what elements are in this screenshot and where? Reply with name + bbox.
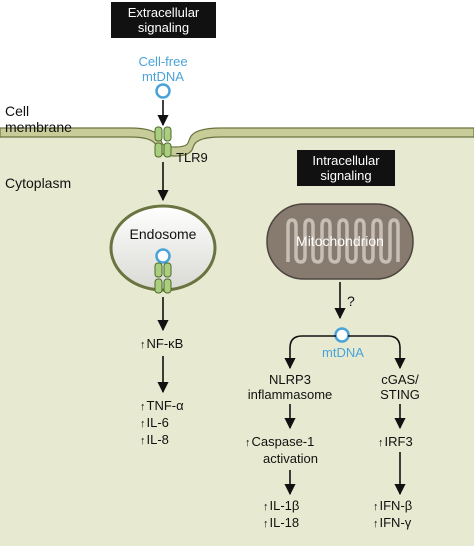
nfkb-text: NF-κB — [146, 336, 184, 351]
extracellular-line-2: signaling — [137, 20, 190, 35]
arrow-branch-to-cgas — [348, 335, 406, 370]
caspase-up-arrow: ↑ — [245, 437, 251, 449]
intracellular-signaling-box: Intracellular signaling — [297, 150, 395, 186]
cytokine-item: ↑TNF-α — [140, 398, 184, 415]
extracellular-line-1: Extracellular — [127, 5, 200, 20]
irf3-label: ↑IRF3 — [378, 434, 413, 451]
il-output-list: ↑IL-1β ↑IL-18 — [263, 498, 299, 532]
endosome-label: Endosome — [129, 226, 197, 242]
cellfree-mtdna-label: Cell-free mtDNA — [123, 54, 203, 84]
ifn-output-list: ↑IFN-β ↑IFN-γ — [373, 498, 412, 532]
nlrp3-line-1: NLRP3 — [269, 372, 311, 387]
cytokine-item: ↑IL-6 — [140, 415, 184, 432]
question-mark-label: ? — [347, 293, 355, 309]
cytokine-item: ↑IL-8 — [140, 432, 184, 449]
caspase-line-1: ↑Caspase-1 — [245, 434, 318, 451]
nlrp3-label: NLRP3 inflammasome — [240, 372, 340, 402]
endosome-shape — [109, 204, 217, 292]
il8-text: IL-8 — [146, 432, 169, 447]
cytokine-up-arrow: ↑ — [140, 435, 146, 447]
released-mtdna-icon — [334, 327, 350, 343]
cellfree-line-1: Cell-free — [138, 54, 188, 69]
mitochondrion-shape — [266, 203, 414, 280]
il-up-arrow: ↑ — [263, 518, 269, 530]
irf3-up-arrow: ↑ — [378, 437, 384, 449]
il18-text: IL-18 — [269, 515, 300, 530]
intracellular-line-1: Intracellular — [312, 153, 380, 168]
il-item: ↑IL-1β — [263, 498, 299, 515]
cellfree-line-2: mtDNA — [142, 69, 184, 84]
caspase-text: Caspase-1 — [251, 434, 315, 449]
tlr9-label: TLR9 — [176, 150, 208, 165]
il-item: ↑IL-18 — [263, 515, 299, 532]
released-mtdna-label: mtDNA — [322, 345, 364, 360]
ifn-gamma-text: IFN-γ — [379, 515, 412, 530]
ifn-beta-text: IFN-β — [379, 498, 413, 513]
ifn-up-arrow: ↑ — [373, 518, 379, 530]
cgas-sting-label: cGAS/ STING — [365, 372, 435, 402]
membrane-label: membrane — [5, 119, 72, 135]
il1b-text: IL-1β — [269, 498, 300, 513]
il-up-arrow: ↑ — [263, 501, 269, 513]
intracellular-line-2: signaling — [320, 168, 372, 183]
caspase-line-2: activation — [263, 451, 318, 466]
endosome-tlr9-receptor-icon — [154, 262, 172, 294]
cell-label: Cell — [5, 103, 30, 119]
il6-text: IL-6 — [146, 415, 169, 430]
ifn-item: ↑IFN-γ — [373, 515, 412, 532]
nlrp3-line-2: inflammasome — [247, 387, 333, 402]
cgas-line-2: STING — [380, 387, 420, 402]
irf3-text: IRF3 — [384, 434, 413, 449]
extracellular-signaling-box: Extracellular signaling — [111, 2, 216, 38]
cytokine-up-arrow: ↑ — [140, 418, 146, 430]
ifn-up-arrow: ↑ — [373, 501, 379, 513]
mitochondrion-label: Mitochondrion — [296, 233, 384, 249]
endosome-mtdna-icon — [155, 248, 171, 264]
arrow-branch-to-nlrp3 — [284, 335, 336, 370]
ifn-item: ↑IFN-β — [373, 498, 412, 515]
cellfree-mtdna-icon — [155, 83, 171, 99]
nfkb-label: ↑NF-κB — [140, 336, 183, 353]
cytokine-up-arrow: ↑ — [140, 401, 146, 413]
cytoplasm-label: Cytoplasm — [5, 175, 72, 191]
cytoplasm-area — [0, 132, 474, 546]
cgas-line-1: cGAS/ — [381, 372, 419, 387]
nfkb-up-arrow: ↑ — [140, 339, 146, 351]
tnf-alpha-text: TNF-α — [146, 398, 184, 413]
caspase-label: ↑Caspase-1 activation — [245, 434, 318, 466]
left-cytokine-list: ↑TNF-α ↑IL-6 ↑IL-8 — [140, 398, 184, 449]
tlr9-receptor-icon — [154, 126, 172, 158]
